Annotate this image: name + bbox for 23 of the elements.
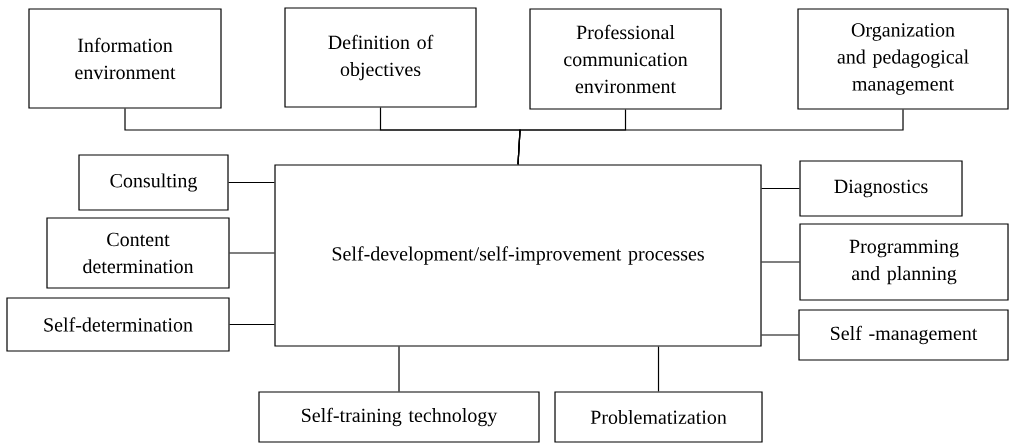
process-box: Content determination <box>46 217 230 289</box>
process-box: Problematization <box>554 391 763 443</box>
process-box: Diagnostics <box>799 160 963 217</box>
process-box: Self -management <box>798 309 1009 361</box>
process-box: Self-training technology <box>258 391 540 443</box>
connector-line <box>761 187 800 190</box>
connector-line <box>398 346 400 392</box>
connector-line <box>228 181 275 184</box>
connector-line <box>657 346 660 392</box>
connector-line <box>229 252 275 254</box>
connector-line <box>379 107 521 165</box>
process-box: Organization and pedagogical management <box>797 8 1009 110</box>
connector-line <box>761 334 799 336</box>
central-box: Self-development/self-improvement processes <box>274 164 762 347</box>
process-box: Consulting <box>78 154 229 211</box>
process-box: Information environment <box>28 8 222 109</box>
process-box: Definition of objectives <box>284 7 477 108</box>
connector-line <box>761 261 800 263</box>
process-box: Professional communication environment <box>529 8 722 110</box>
connector-line <box>229 323 275 326</box>
process-box: Programming and planning <box>799 223 1009 301</box>
connector-line <box>517 109 904 165</box>
process-box: Self-determination <box>6 297 230 352</box>
